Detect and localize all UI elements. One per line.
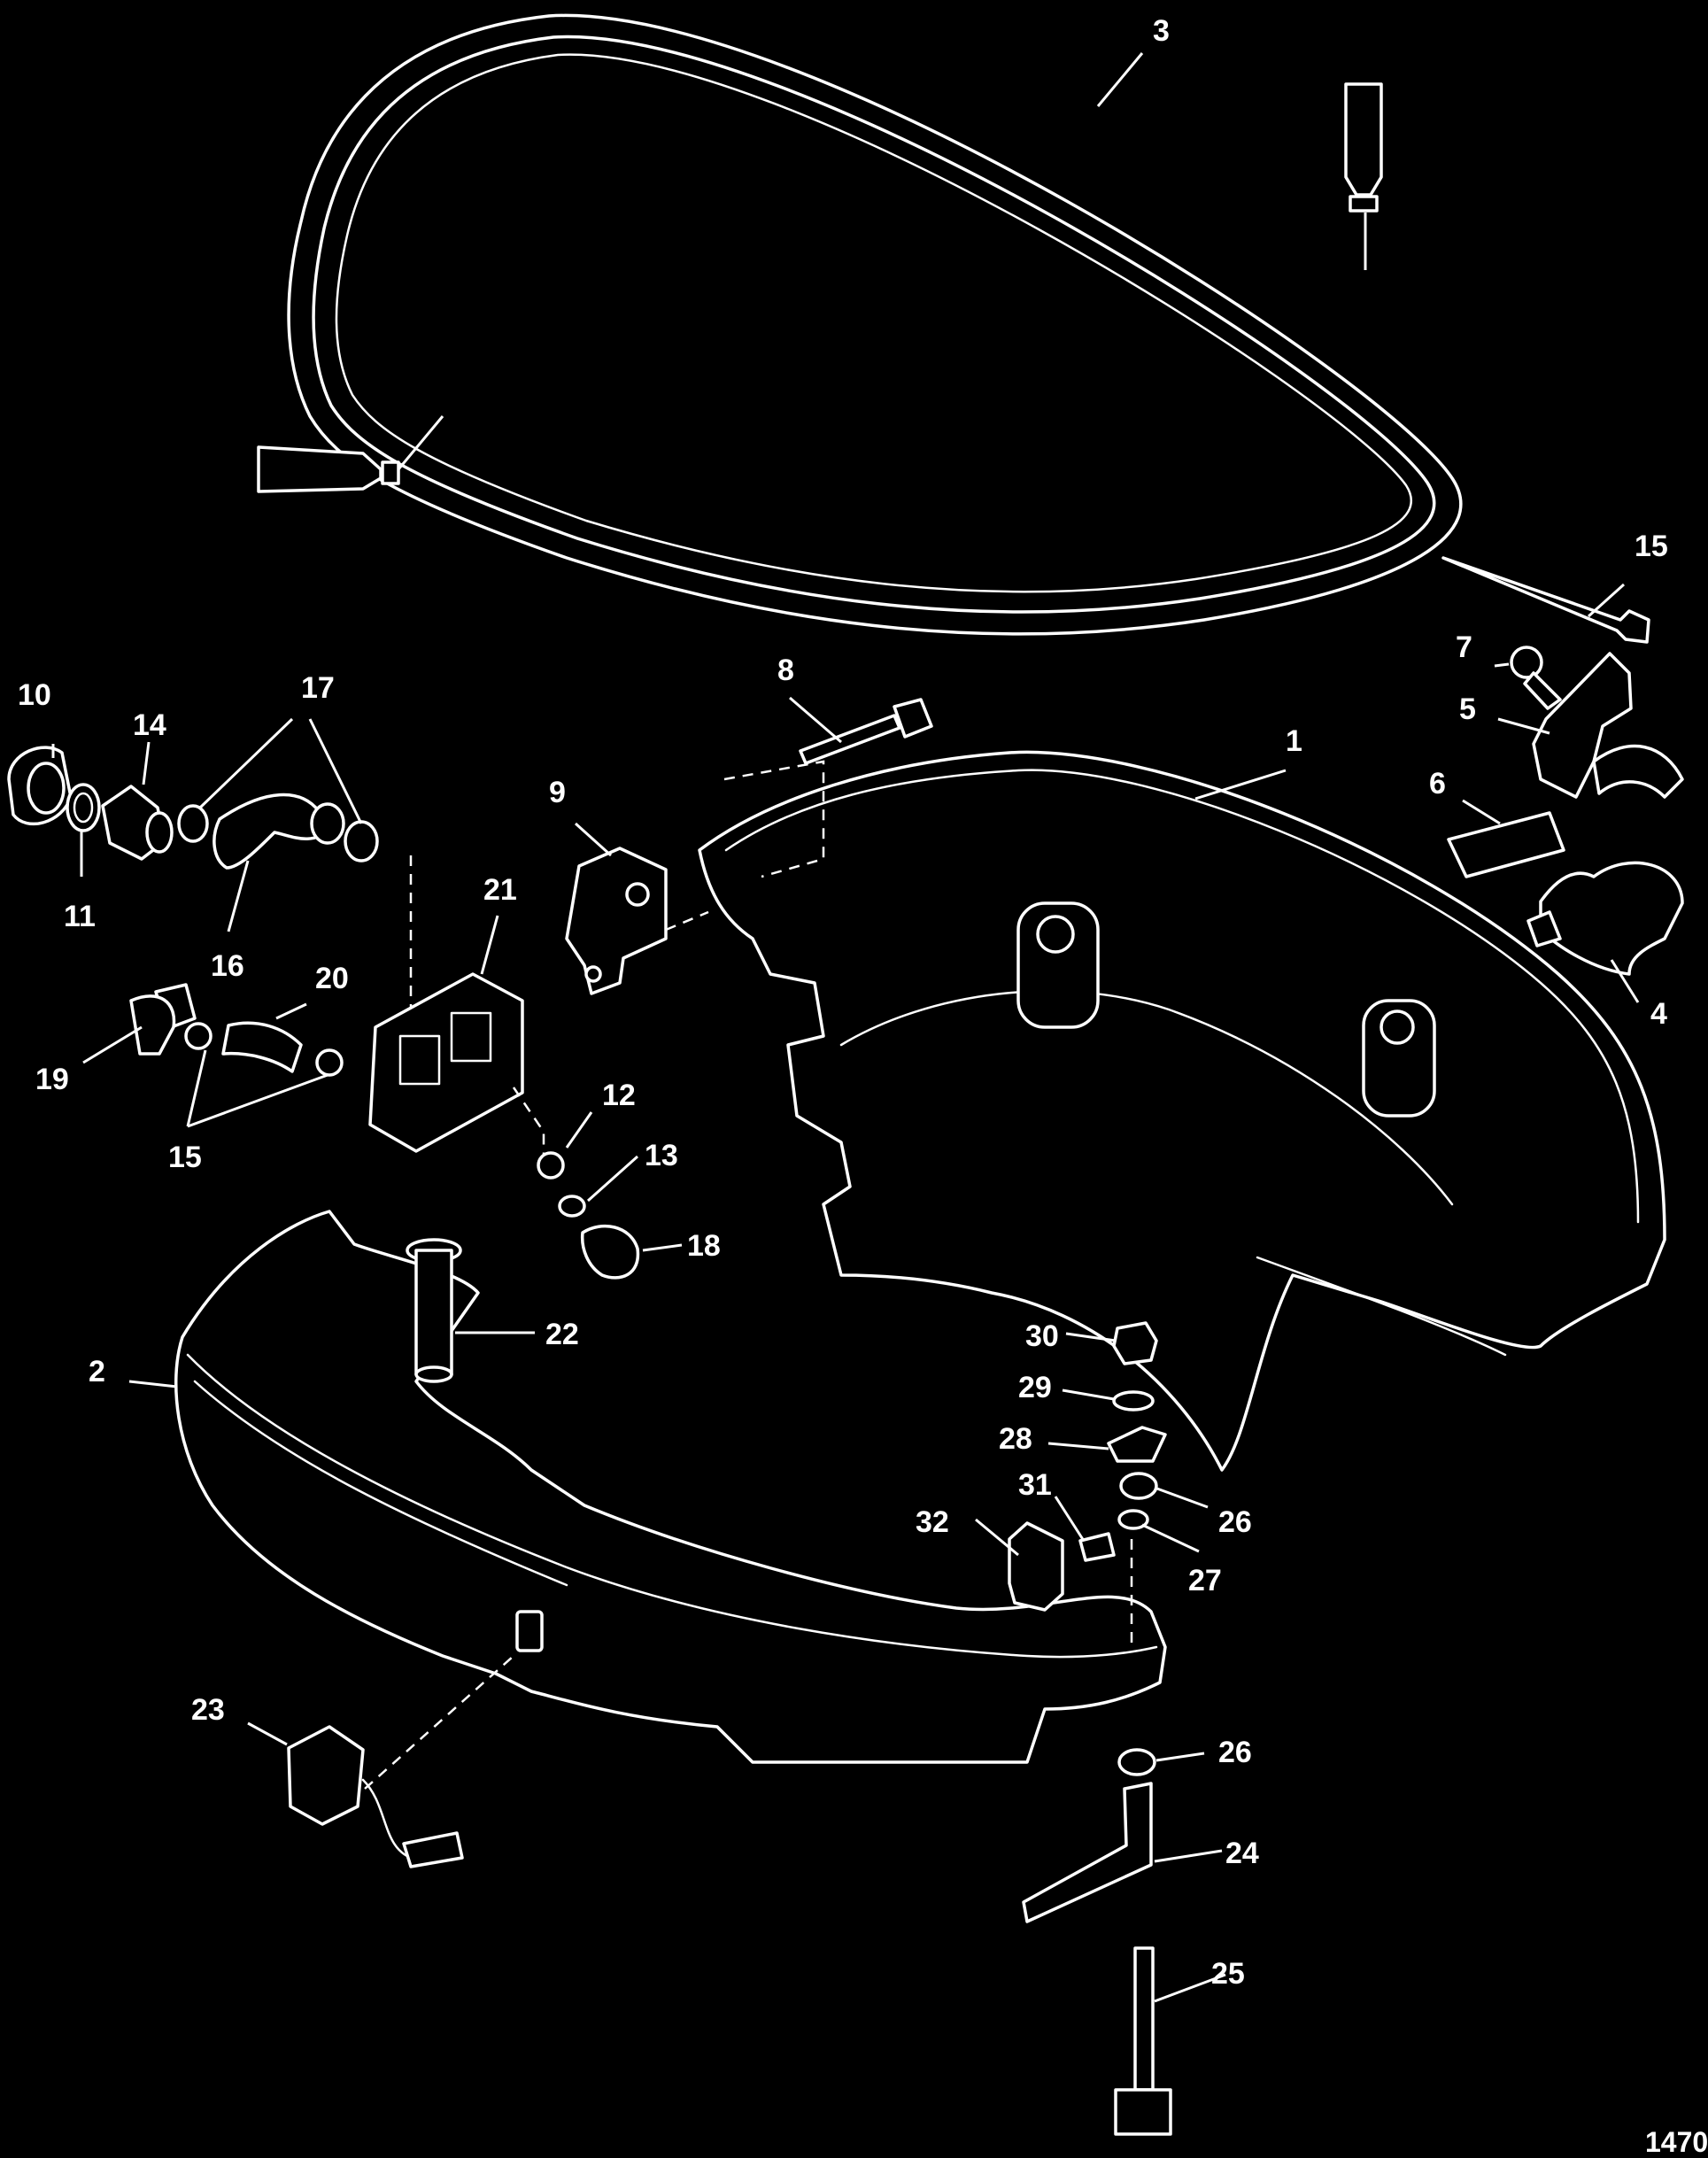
callout-14: 14 [133, 708, 166, 742]
bracket-5 [1532, 652, 1684, 799]
switch-23 [287, 1725, 464, 1868]
bracket-32 [1008, 1521, 1116, 1612]
tube-label: 36 [282, 459, 309, 486]
callout-30: 30 [1025, 1319, 1059, 1353]
callout-26-upper: 26 [1218, 1505, 1252, 1539]
callout-24: 24 [1225, 1837, 1259, 1870]
callout-29: 29 [1018, 1371, 1052, 1404]
callout-6: 6 [1429, 767, 1446, 801]
callout-7: 7 [1456, 630, 1472, 664]
leader-dash-9 [665, 910, 709, 932]
callout-22: 22 [545, 1318, 579, 1351]
bracket-4 [1526, 861, 1684, 976]
callout-27: 27 [1188, 1564, 1222, 1597]
callout-3: 3 [1153, 14, 1170, 48]
screw-7 [1510, 646, 1562, 710]
callout-23: 23 [191, 1693, 225, 1727]
callout-19: 19 [35, 1063, 69, 1096]
callout-17: 17 [301, 671, 335, 705]
callout-11: 11 [64, 900, 96, 933]
bolt-8 [799, 698, 933, 765]
callout-31: 31 [1018, 1468, 1052, 1502]
leader-dash-23 [364, 1655, 514, 1790]
callout-5: 5 [1459, 692, 1476, 726]
reference-number: 1470 [1645, 2126, 1708, 2158]
pad-6 [1447, 811, 1565, 878]
bracket-9 [565, 847, 668, 995]
connector-19 [129, 994, 176, 1056]
callout-1: 1 [1286, 724, 1302, 758]
callout-9: 9 [549, 776, 566, 809]
cable-tie [1441, 556, 1650, 644]
callout-2: 2 [89, 1355, 105, 1388]
upper-cowl [698, 750, 1666, 1472]
callout-15-left: 15 [168, 1141, 202, 1174]
grommet-plate [368, 972, 524, 1153]
callout-18: 18 [687, 1229, 721, 1263]
callout-8: 8 [777, 654, 794, 687]
callout-labels: 3 15 7 5 6 1 4 8 9 10 11 14 17 16 20 19 … [18, 14, 1708, 2158]
callout-10: 10 [18, 678, 51, 712]
sealant-tube-upper [1344, 82, 1383, 270]
callout-25: 25 [1211, 1957, 1245, 1991]
hose-group [154, 983, 344, 1077]
callout-12: 12 [602, 1079, 636, 1112]
sealant-tube-36: 36 [257, 415, 444, 493]
callout-13: 13 [645, 1139, 678, 1172]
callout-15-right: 15 [1635, 530, 1668, 563]
callout-26-lower: 26 [1218, 1736, 1252, 1769]
handle-assembly [1022, 1748, 1172, 2136]
leader-lines [51, 52, 1640, 2003]
small-parts [537, 1151, 640, 1280]
callout-20: 20 [315, 962, 349, 995]
callout-16: 16 [211, 949, 244, 983]
callout-21: 21 [483, 873, 517, 907]
latch-parts [1107, 1321, 1167, 1645]
callout-28: 28 [999, 1422, 1032, 1456]
callout-4: 4 [1650, 997, 1667, 1031]
tube-22 [406, 1238, 462, 1383]
leader-dash-8 [723, 760, 825, 878]
fitting-group [7, 746, 379, 870]
callout-32: 32 [916, 1505, 949, 1539]
leader-dash-21 [512, 1087, 545, 1160]
cowl-seal [287, 13, 1463, 636]
